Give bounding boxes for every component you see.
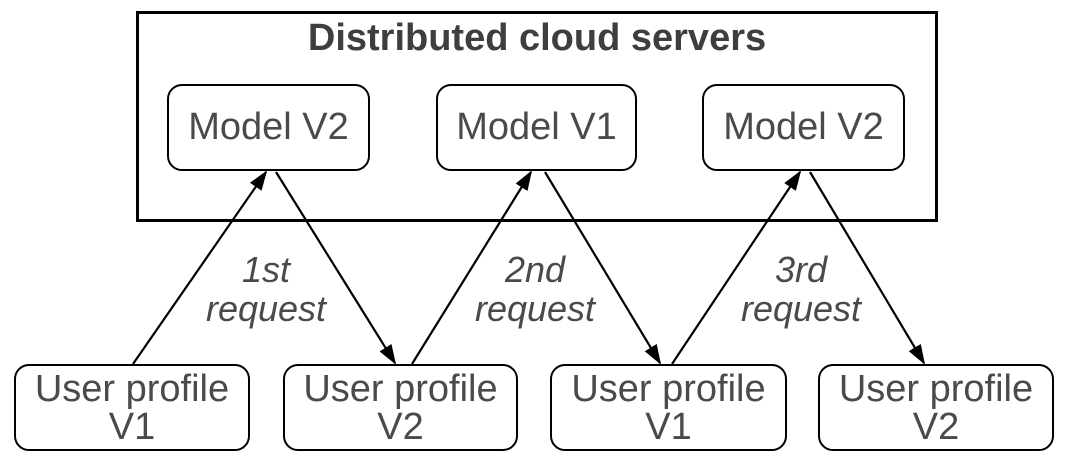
cloud-servers-title: Distributed cloud servers xyxy=(307,17,767,59)
request-label-1-ordinal: 1st xyxy=(241,249,291,290)
user-profile-3-version: V1 xyxy=(645,405,692,448)
request-label-2-ordinal: 2nd xyxy=(504,249,566,290)
user-profile-3-name: User profile xyxy=(571,367,766,410)
user-profile-box-4: User profile V2 xyxy=(818,364,1054,451)
model-box-1-label: Model V2 xyxy=(188,106,349,148)
user-profile-4-name: User profile xyxy=(838,367,1034,410)
cloud-servers-container: Distributed cloud servers Model V2 Model… xyxy=(136,11,938,222)
user-profile-2-version: V2 xyxy=(377,405,424,448)
user-profile-2-name: User profile xyxy=(303,367,498,410)
request-label-3: 3rd request xyxy=(691,250,911,328)
model-box-3: Model V2 xyxy=(702,84,905,171)
request-label-2-word: request xyxy=(474,288,596,329)
user-profile-box-3: User profile V1 xyxy=(550,364,787,451)
user-profile-1-name: User profile xyxy=(34,367,230,410)
request-label-1-word: request xyxy=(205,288,327,329)
request-label-3-ordinal: 3rd xyxy=(774,249,828,290)
user-profile-1-version: V1 xyxy=(108,405,156,448)
model-box-1: Model V2 xyxy=(167,84,370,171)
model-box-2: Model V1 xyxy=(436,84,637,171)
model-box-2-label: Model V1 xyxy=(456,106,617,148)
model-box-3-label: Model V2 xyxy=(723,106,884,148)
user-profile-box-2: User profile V2 xyxy=(283,364,518,451)
request-label-3-word: request xyxy=(740,288,862,329)
request-label-1: 1st request xyxy=(156,250,376,328)
user-profile-box-1: User profile V1 xyxy=(14,364,250,451)
user-profile-4-version: V2 xyxy=(912,405,960,448)
request-label-2: 2nd request xyxy=(425,250,645,328)
